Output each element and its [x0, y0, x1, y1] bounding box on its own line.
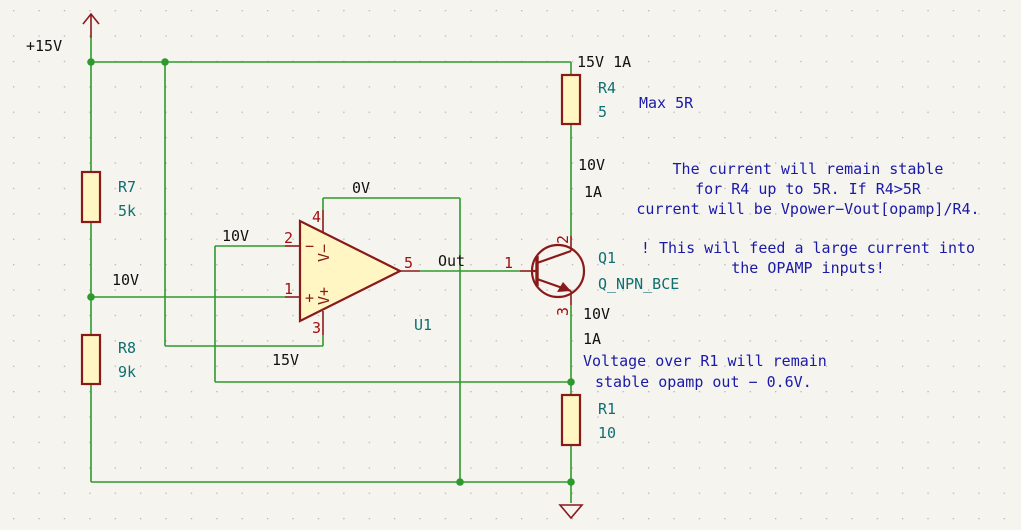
r4-max-note: Max 5R	[639, 94, 694, 112]
note-line: ! This will feed a large current into	[641, 239, 975, 257]
u1-pin-vneg-number: 4	[312, 208, 321, 226]
resistor-r1[interactable]: R1 10	[560, 393, 616, 447]
note-line: the OPAMP inputs!	[731, 259, 885, 277]
power-symbol-15v[interactable]: +15V	[26, 12, 100, 55]
r1-ref: R1	[598, 400, 616, 418]
wires	[90, 38, 572, 503]
u1-inv-symbol: −	[305, 237, 314, 255]
resistor-r7-body	[80, 170, 102, 224]
q1-value: Q_NPN_BCE	[598, 275, 679, 293]
net-label-collector-current[interactable]: 1A	[584, 183, 602, 201]
supply-label: +15V	[26, 37, 62, 55]
q1-ref: Q1	[598, 249, 616, 267]
current-note: The current will remain stable for R4 up…	[636, 160, 979, 218]
u1-vneg-label: V−	[315, 244, 333, 262]
r4-ref: R4	[598, 79, 616, 97]
junction-dot	[87, 58, 95, 66]
junction-dot	[567, 378, 575, 386]
u1-pin-vpos-number: 3	[312, 319, 321, 337]
net-label-divider[interactable]: 10V	[112, 271, 139, 289]
warning-note: ! This will feed a large current into th…	[641, 239, 975, 277]
u1-pin-out-number: 5	[404, 254, 413, 272]
ground-icon	[558, 504, 584, 520]
resistor-r8[interactable]: R8 9k	[80, 333, 136, 386]
q1-pin-collector-number: 2	[554, 235, 572, 244]
net-label-emitter-voltage[interactable]: 10V	[583, 305, 610, 323]
net-labels: 15V 1A 10V 1A 10V 1A 10V 10V 0V 15V Out	[112, 53, 631, 369]
u1-vpos-label: V+	[315, 287, 333, 305]
ground-symbol[interactable]	[558, 504, 584, 520]
voltage-note: Voltage over R1 will remain stable opamp…	[583, 352, 827, 391]
note-line: for R4 up to 5R. If R4>5R	[695, 180, 922, 198]
r8-value: 9k	[118, 363, 136, 381]
r1-value: 10	[598, 424, 616, 442]
r7-value: 5k	[118, 202, 136, 220]
net-label-15v-1a[interactable]: 15V 1A	[577, 53, 631, 71]
net-label-collector-voltage[interactable]: 10V	[578, 156, 605, 174]
junction-dot	[567, 478, 575, 486]
q1-collector-lead	[536, 249, 572, 265]
net-label-inv-input[interactable]: 10V	[222, 227, 249, 245]
net-label-vneg[interactable]: 0V	[352, 179, 370, 197]
resistor-r4[interactable]: R4 5	[560, 73, 616, 126]
junction-dot	[87, 293, 95, 301]
note-line: stable opamp out − 0.6V.	[595, 373, 812, 391]
junction-dot	[456, 478, 464, 486]
q1-body-circle	[530, 243, 586, 299]
resistor-r7[interactable]: R7 5k	[80, 170, 136, 224]
net-label-out[interactable]: Out	[438, 252, 465, 270]
r8-ref: R8	[118, 339, 136, 357]
u1-ref: U1	[414, 316, 432, 334]
u1-pin-noninv-number: 1	[284, 280, 293, 298]
note-line: The current will remain stable	[673, 160, 944, 178]
q1-pin-emitter-number: 3	[554, 307, 572, 316]
u1-noninv-symbol: +	[305, 289, 314, 307]
note-line: current will be Vpower−Vout[opamp]/R4.	[636, 200, 979, 218]
r4-value: 5	[598, 103, 607, 121]
u1-pin-inv-number: 2	[284, 229, 293, 247]
q1-emitter-arrow-icon	[557, 282, 571, 292]
opamp-u1[interactable]: 2 1 5 4 3 − + V− V+ U1	[284, 208, 432, 337]
resistor-r4-body	[560, 73, 582, 126]
net-label-emitter-current[interactable]: 1A	[583, 330, 601, 348]
r7-ref: R7	[118, 178, 136, 196]
resistor-r1-body	[560, 393, 582, 447]
junctions	[87, 58, 575, 486]
opamp-body	[298, 219, 403, 323]
note-line: Voltage over R1 will remain	[583, 352, 827, 370]
net-label-vpos[interactable]: 15V	[272, 351, 299, 369]
transistor-q1[interactable]: 1 2 3 Q1 Q_NPN_BCE	[504, 235, 679, 316]
resistor-r8-body	[80, 333, 102, 386]
junction-dot	[161, 58, 169, 66]
q1-pin-base-number: 1	[504, 254, 513, 272]
